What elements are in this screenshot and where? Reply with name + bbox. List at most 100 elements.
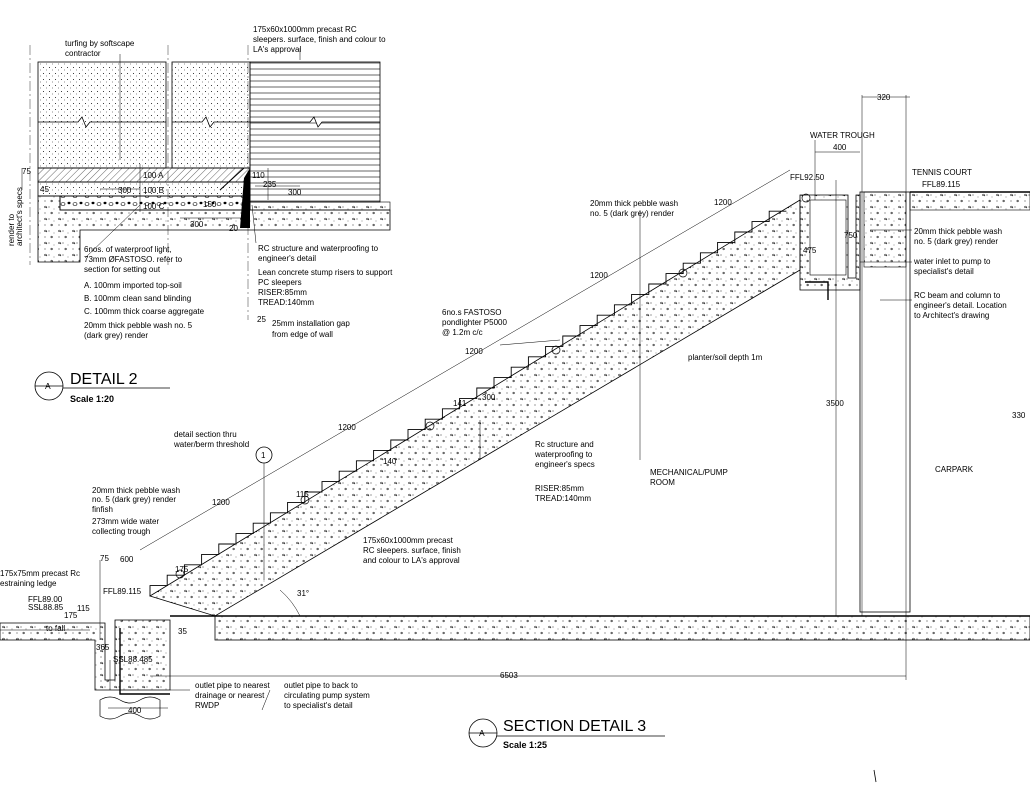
detail-2-scale: Scale 1:20: [70, 394, 114, 404]
note-sleepers-3-1: 175x60x1000mm precast: [363, 536, 454, 545]
note-water-inlet-1: water inlet to pump to: [913, 257, 991, 266]
dim-600: 600: [120, 555, 134, 564]
detail-2-text: turfing by softscape contractor 175x60x1…: [7, 25, 393, 404]
dim-140: 140: [383, 457, 397, 466]
note-sleepers-2: sleepers. surface, finish and colour to: [253, 35, 386, 44]
dim-365: 365: [96, 643, 110, 652]
note-render-1: render to: [7, 213, 16, 246]
level-ssl8885: SSL88.85: [28, 603, 64, 612]
label-to-fall: to fall: [46, 624, 65, 633]
label-mech-room-1: MECHANICAL/PUMP: [650, 468, 728, 477]
note-turfing-2: contractor: [65, 49, 101, 58]
section-3-title: SECTION DETAIL 3: [503, 718, 646, 735]
note-rc-struct-2: waterproofing to: [534, 450, 593, 459]
note-lights-2: 73mm ØFASTOSO. refer to: [84, 255, 183, 264]
dim-300a: 300: [118, 186, 132, 195]
note-tread: TREAD:140mm: [258, 298, 314, 307]
pondlight-markers: [175, 193, 811, 579]
note-gap-1: 25mm installation gap: [272, 319, 350, 328]
label-ffl9250: FFL92.50: [790, 173, 825, 182]
note-pebble-left-2: no. 5 (dark grey) render: [92, 495, 176, 504]
note-pebble-2: (dark grey) render: [84, 331, 148, 340]
label-ffl89115-top: FFL89.115: [922, 180, 961, 189]
dim-300b: 300: [190, 220, 204, 229]
note-outlet2-1: outlet pipe to back to: [284, 681, 358, 690]
label-threshold-1: detail section thru: [174, 430, 237, 439]
note-water-inlet-2: specialist's detail: [914, 267, 974, 276]
note-rc-struct-1: Rc structure and: [535, 440, 594, 449]
note-sleepers-3: LA's approval: [253, 45, 301, 54]
dim-175-a: 175: [175, 565, 189, 574]
section-3-drawing: [0, 95, 1030, 783]
note-pebble-left-4: 273mm wide water: [92, 517, 159, 526]
dim-100b: 100 B: [143, 186, 164, 195]
note-pebble-right-2: no. 5 (dark grey) render: [914, 237, 998, 246]
note-pebble-left-5: collecting trough: [92, 527, 150, 536]
label-tennis-court: TENNIS COURT: [912, 168, 972, 177]
dim-25: 25: [257, 315, 266, 324]
section-3-text: WATER TROUGH 400 320 TENNIS COURT FFL89.…: [0, 93, 1026, 750]
dim-1200-d: 1200: [338, 423, 356, 432]
label-threshold-2: water/berm threshold: [173, 440, 249, 449]
dim-400-bot: 400: [128, 706, 142, 715]
dim-320: 320: [877, 93, 891, 102]
label-section-ref: 1: [261, 451, 266, 460]
dim-300-step: 300: [482, 393, 496, 402]
note-pondlighter-3: @ 1.2m c/c: [442, 328, 483, 337]
level-ffl89115: FFL89.115: [103, 587, 142, 596]
dim-35: 35: [178, 627, 187, 636]
note-tread-3: TREAD:140mm: [535, 494, 591, 503]
dim-115-b: 115: [77, 604, 90, 613]
note-lights-1: 6nos. of waterproof light,: [84, 245, 172, 254]
note-lean-1: Lean concrete stump risers to support: [258, 268, 393, 277]
note-render-2: architect's specs: [15, 187, 24, 246]
dim-400-top: 400: [833, 143, 847, 152]
dim-235: 235: [263, 180, 277, 189]
label-planter: planter/soil depth 1m: [688, 353, 763, 362]
dim-750: 750: [844, 231, 858, 240]
dim-75: 75: [22, 167, 31, 176]
note-riser-3: RISER:85mm: [535, 484, 584, 493]
detail-2-title: DETAIL 2: [70, 371, 138, 388]
level-ffl8900: FFL89.00: [28, 595, 63, 604]
note-pondlighter-2: pondlighter P5000: [442, 318, 507, 327]
dim-1200-b: 1200: [590, 271, 608, 280]
note-rc-1: RC structure and waterproofing to: [258, 244, 379, 253]
dim-1200-e: 1200: [212, 498, 230, 507]
note-outlet2-3: to specialist's detail: [284, 701, 353, 710]
note-ledge-1: 175x75mm precast Rc: [0, 569, 80, 578]
dim-1200-a: 1200: [714, 198, 732, 207]
note-rc-beam-2: engineer's detail. Location: [914, 301, 1007, 310]
note-pebble-1: 20mm thick pebble wash no. 5: [84, 321, 193, 330]
dim-141: 141: [453, 399, 467, 408]
note-outlet1-2: drainage or nearest: [195, 691, 265, 700]
dim-31: 31°: [297, 589, 309, 598]
note-riser: RISER:85mm: [258, 288, 307, 297]
note-rc-2: engineer's detail: [258, 254, 316, 263]
dim-100c: 100 C: [143, 202, 165, 211]
note-turfing-1: turfing by softscape: [65, 39, 135, 48]
note-sleepers-3-3: and colour to LA's approval: [363, 556, 460, 565]
note-layer-b: B. 100mm clean sand blinding: [84, 294, 191, 303]
note-layer-c: C. 100mm thick coarse aggregate: [84, 307, 205, 316]
note-pebble-left-1: 20mm thick pebble wash: [92, 486, 180, 495]
section-3-scale: Scale 1:25: [503, 740, 547, 750]
label-water-trough: WATER TROUGH: [810, 131, 875, 140]
note-pebble-top-1: 20mm thick pebble wash: [590, 199, 678, 208]
dim-45: 45: [40, 185, 49, 194]
note-layer-a: A. 100mm imported top-soil: [84, 281, 182, 290]
note-rc-beam-1: RC beam and column to: [914, 291, 1001, 300]
note-outlet1-3: RWDP: [195, 701, 219, 710]
dim-150: 150: [203, 200, 217, 209]
label-carpark: CARPARK: [935, 465, 974, 474]
note-lights-3: section for setting out: [84, 265, 161, 274]
note-ledge-2: estraining ledge: [0, 579, 57, 588]
dim-20: 20: [229, 224, 238, 233]
note-rc-beam-3: to Architect's drawing: [914, 311, 989, 320]
detail-2-marker: A: [45, 381, 51, 391]
note-outlet1-1: outlet pipe to nearest: [195, 681, 270, 690]
dim-115: 115: [296, 490, 309, 499]
note-rc-struct-3: engineer's specs: [535, 460, 595, 469]
note-pondlighter-1: 6no.s FASTOSO: [442, 308, 501, 317]
